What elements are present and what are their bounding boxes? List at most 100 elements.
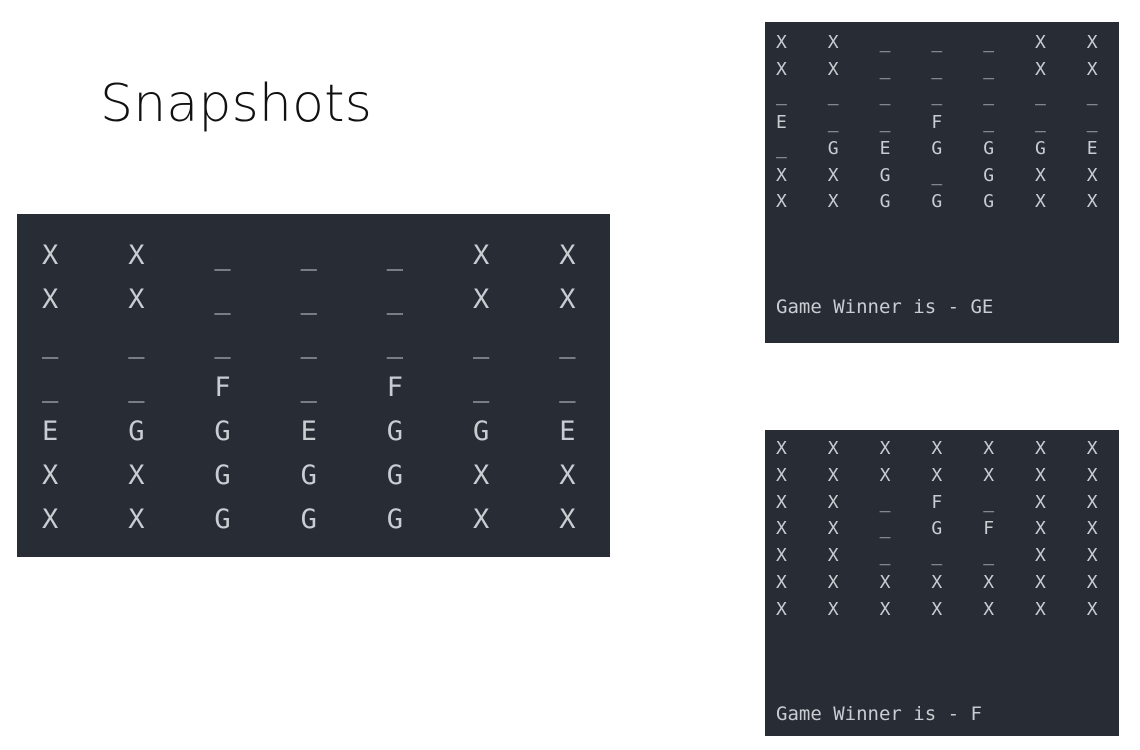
board-cell: X (827, 598, 839, 620)
board-cell: _ (827, 111, 839, 133)
board-cell: X (1086, 438, 1098, 459)
board-cell: _ (214, 328, 231, 359)
board-cell: X (983, 438, 995, 459)
board-cell: _ (931, 545, 943, 567)
board-cell: X (1035, 464, 1046, 486)
board-cell: E (559, 416, 576, 447)
board-cell: X (776, 545, 787, 567)
board-cell: X (983, 598, 995, 620)
board-cell: X (1035, 572, 1046, 593)
board-cell: X (1086, 598, 1098, 620)
board-cell: X (1086, 191, 1098, 212)
board-cell: X (1035, 58, 1046, 80)
board-cell: X (931, 438, 943, 459)
board-cell: _ (473, 372, 490, 403)
board-cell: X (827, 164, 839, 186)
board-cell: X (983, 464, 995, 486)
board-cell: X (776, 491, 787, 513)
board-cell: X (1086, 58, 1098, 80)
board-cell: X (776, 598, 787, 620)
board-cell: X (128, 504, 145, 535)
board-cell: _ (128, 372, 145, 403)
board-cell: X (776, 438, 787, 459)
board-cell: _ (473, 328, 490, 359)
board-cell: G (386, 416, 404, 447)
board-cell: X (128, 460, 145, 491)
board-cell: _ (983, 491, 995, 513)
board-cell: _ (128, 328, 145, 359)
board-cell: _ (879, 58, 891, 80)
board-cell: X (1086, 32, 1098, 53)
board-cell: G (983, 138, 995, 159)
board-cell: X (827, 58, 839, 80)
board-cell: X (1035, 438, 1046, 459)
board-cell: G (983, 164, 995, 186)
board-cell: X (776, 164, 787, 186)
board-cell: X (473, 460, 490, 491)
board-cell: _ (983, 32, 995, 53)
board-cell: X (1035, 545, 1046, 567)
board-cell: _ (300, 284, 317, 315)
board-cell: X (879, 572, 891, 593)
game-winner-status: Game Winner is - GE (776, 296, 994, 318)
board-cell: _ (386, 284, 404, 315)
board-cell: _ (776, 138, 787, 159)
board-cell: F (931, 111, 943, 133)
board-cell: _ (879, 111, 891, 133)
board-cell: X (1086, 464, 1098, 486)
board-cell: X (1086, 164, 1098, 186)
board-cell: E (300, 416, 317, 447)
board-cell: _ (931, 58, 943, 80)
board-cell: X (1035, 598, 1046, 620)
board-cell: G (300, 504, 317, 535)
board-cell: _ (983, 58, 995, 80)
board-cell: X (827, 518, 839, 540)
board-cell: X (473, 284, 490, 315)
board-cell: _ (879, 491, 891, 513)
board-cell: _ (879, 518, 891, 540)
board-cell: _ (931, 85, 943, 106)
board-cell: X (827, 32, 839, 53)
board-cell: _ (300, 372, 317, 403)
board-cell: E (879, 138, 891, 159)
board-cell: G (214, 504, 231, 535)
board-cell: X (473, 240, 490, 271)
board-cell: X (827, 464, 839, 486)
board-cell: G (214, 416, 231, 447)
board-cell: _ (214, 240, 231, 271)
board-cell: G (473, 416, 490, 447)
board-cell: _ (386, 240, 404, 271)
board-cell: X (827, 491, 839, 513)
board-cell: X (1035, 518, 1046, 540)
board-cell: X (776, 518, 787, 540)
board-cell: G (931, 138, 943, 159)
board-cell: _ (1086, 85, 1098, 106)
board-cell: X (776, 191, 787, 212)
board-cell: X (931, 464, 943, 486)
board-cell: G (128, 416, 145, 447)
board-cell: _ (42, 372, 59, 403)
board-cell: X (42, 504, 59, 535)
game-winner-status: Game Winner is - F (776, 703, 982, 725)
board-cell: F (386, 372, 404, 403)
board-cell: X (559, 284, 576, 315)
board-cell: _ (559, 328, 576, 359)
board-cell: X (42, 460, 59, 491)
board-cell: X (128, 240, 145, 271)
board-cell: _ (983, 545, 995, 567)
board-cell: G (386, 504, 404, 535)
board-cell: X (42, 284, 59, 315)
board-cell: X (879, 598, 891, 620)
board-cell: _ (931, 32, 943, 53)
board-cell: _ (879, 545, 891, 567)
board-cell: _ (300, 240, 317, 271)
board-cell: X (42, 240, 59, 271)
board-cell: X (827, 438, 839, 459)
board-cell: X (827, 191, 839, 212)
board-cell: _ (214, 284, 231, 315)
board-cell: G (386, 460, 404, 491)
board-cell: X (1035, 32, 1046, 53)
board-cell: G (931, 518, 943, 540)
board-cell: _ (559, 372, 576, 403)
board-cell: X (128, 284, 145, 315)
